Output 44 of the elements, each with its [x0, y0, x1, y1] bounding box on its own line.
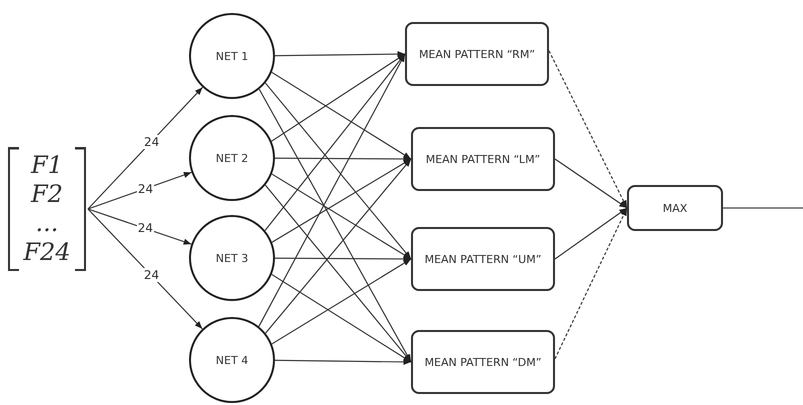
arrow — [275, 51, 405, 58]
arrow — [554, 158, 628, 208]
arrow — [272, 258, 412, 344]
arrow — [275, 156, 411, 162]
vector-text: F1 F2 ... F24 — [23, 151, 71, 267]
arrow — [265, 82, 412, 260]
node-label: NET 2 — [216, 152, 248, 164]
node-label: MEAN PATTERN “RM” — [418, 46, 536, 62]
arrow — [272, 158, 412, 243]
process-box — [405, 22, 549, 86]
arrow — [272, 174, 412, 260]
arrow — [271, 274, 412, 362]
node-label: MEAN PATTERN “DM” — [424, 354, 542, 370]
node-label: MEAN PATTERN “UM” — [424, 252, 542, 266]
edge-label: 24 — [142, 135, 160, 150]
process-box — [627, 185, 723, 231]
network-circle — [189, 13, 275, 99]
edge-label: 24 — [142, 268, 160, 282]
arrow — [275, 358, 411, 365]
arrow — [265, 158, 412, 334]
network-circle — [189, 115, 275, 201]
network-circle — [189, 317, 275, 403]
arrow — [554, 208, 628, 360]
arrow — [258, 88, 412, 362]
process-box — [411, 227, 555, 291]
network-circle — [189, 215, 275, 301]
node-label: MEAN PATTERN “LM” — [424, 152, 542, 166]
edge-label: 24 — [136, 182, 154, 196]
arrow — [258, 54, 406, 327]
arrow — [88, 172, 192, 210]
process-box — [411, 127, 555, 191]
arrow — [271, 54, 406, 142]
arrow — [548, 50, 628, 208]
node-label: MAX — [662, 202, 688, 214]
arrow — [88, 208, 192, 245]
arrow — [88, 86, 203, 210]
process-box — [411, 330, 555, 394]
arrow — [554, 208, 628, 260]
node-label: NET 1 — [216, 50, 248, 62]
node-label: NET 3 — [216, 252, 248, 264]
arrow — [275, 256, 411, 262]
arrow — [88, 208, 203, 330]
arrow — [271, 72, 412, 160]
node-label: NET 4 — [216, 354, 248, 366]
